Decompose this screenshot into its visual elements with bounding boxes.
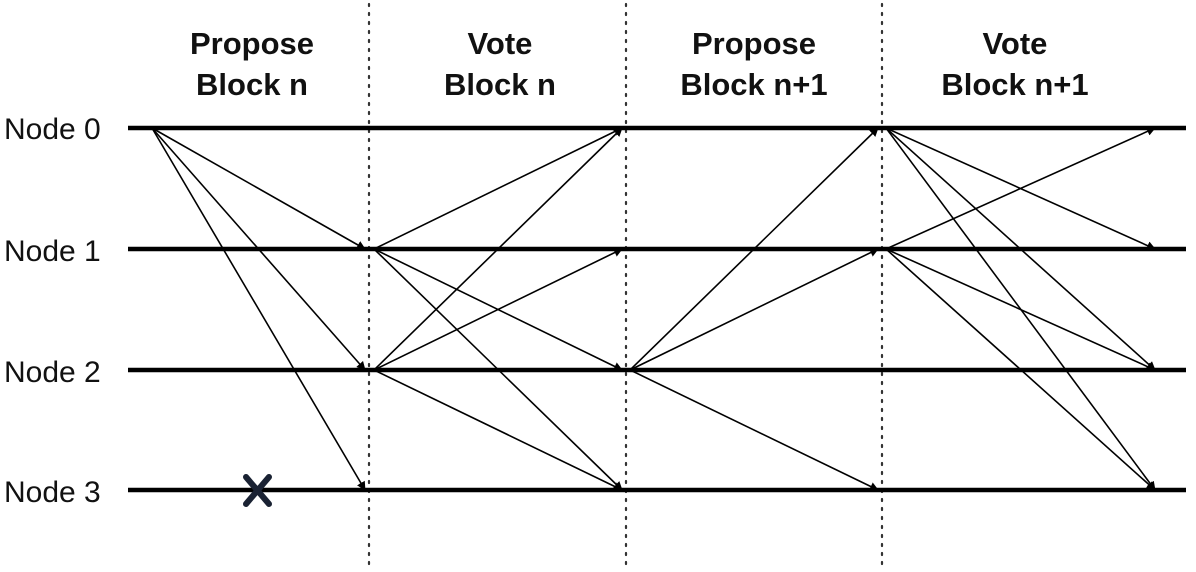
- phase-label-propose-n-line2: Block n: [196, 67, 308, 102]
- message-arrow-1-to-2-phase-3: [885, 248, 1156, 371]
- node-label-0: Node 0: [4, 113, 101, 146]
- message-arrow-0-to-2-phase-0: [151, 127, 366, 371]
- message-arrow-2-to-0-phase-1: [373, 127, 623, 371]
- message-arrow-1-to-3-phase-3: [885, 248, 1156, 491]
- message-arrow-1-to-0-phase-1: [373, 127, 623, 250]
- message-arrow-0-to-1-phase-0: [151, 127, 366, 250]
- message-arrows: [151, 127, 1156, 491]
- message-arrow-2-to-3-phase-1: [373, 369, 623, 491]
- message-arrow-0-to-2-phase-3: [885, 127, 1156, 371]
- message-arrow-2-to-1-phase-1: [373, 248, 623, 371]
- node-labels: Node 0 Node 1 Node 2 Node 3: [4, 113, 101, 509]
- phase-label-vote-n1-line2: Block n+1: [941, 67, 1088, 102]
- phase-label-vote-n-line1: Vote: [468, 26, 533, 61]
- phase-label-propose-n1-line2: Block n+1: [680, 67, 827, 102]
- message-arrow-2-to-0-phase-2: [629, 127, 879, 371]
- phase-label-propose-n-line1: Propose: [190, 26, 314, 61]
- crash-x-icon: [243, 474, 272, 507]
- phase-label-vote-n-line2: Block n: [444, 67, 556, 102]
- message-arrow-1-to-3-phase-1: [373, 248, 623, 491]
- phase-headers: Propose Block n Vote Block n Propose Blo…: [190, 26, 1089, 102]
- node-label-1: Node 1: [4, 235, 101, 268]
- phase-label-propose-n1-line1: Propose: [692, 26, 816, 61]
- message-arrow-2-to-3-phase-2: [629, 369, 879, 491]
- message-arrow-1-to-0-phase-3: [885, 127, 1156, 250]
- message-arrow-0-to-3-phase-0: [151, 127, 366, 491]
- message-arrow-2-to-1-phase-2: [629, 248, 879, 371]
- node-label-3: Node 3: [4, 476, 101, 509]
- node-timelines: [128, 125, 1186, 493]
- node-label-2: Node 2: [4, 356, 101, 389]
- phase-label-vote-n1-line1: Vote: [983, 26, 1048, 61]
